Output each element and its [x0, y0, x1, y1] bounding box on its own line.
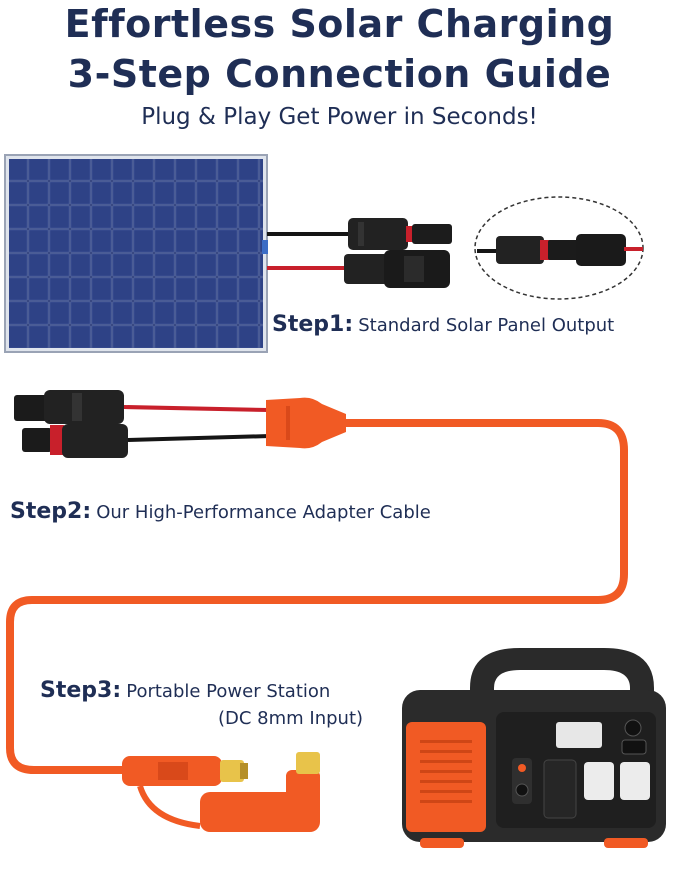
- dc-plugs: [122, 752, 320, 832]
- connector-detail: [474, 196, 644, 300]
- orange-cable: [5, 419, 628, 774]
- y-splitter: [266, 397, 346, 449]
- power-station: [402, 648, 666, 848]
- step3-text: Portable Power Station: [126, 681, 331, 702]
- step2-label: Step2: Our High-Performance Adapter Cabl…: [10, 499, 431, 524]
- step1-number: Step1:: [272, 312, 354, 337]
- title-line-2: 3-Step Connection Guide: [67, 52, 612, 96]
- step1-label: Step1: Standard Solar Panel Output: [272, 312, 614, 337]
- step2-number: Step2:: [10, 499, 92, 524]
- title-line-1: Effortless Solar Charging: [64, 2, 615, 46]
- step3-label: Step3: Portable Power Station: [40, 678, 330, 703]
- step2-text: Our High-Performance Adapter Cable: [96, 502, 431, 523]
- solar-panel: [4, 154, 268, 353]
- panel-wires: [267, 218, 452, 288]
- step1-text: Standard Solar Panel Output: [358, 315, 615, 336]
- step3-number: Step3:: [40, 678, 122, 703]
- subtitle: Plug & Play Get Power in Seconds!: [141, 104, 538, 130]
- adapter-connectors: [14, 390, 271, 458]
- step3-extra: (DC 8mm Input): [218, 708, 364, 729]
